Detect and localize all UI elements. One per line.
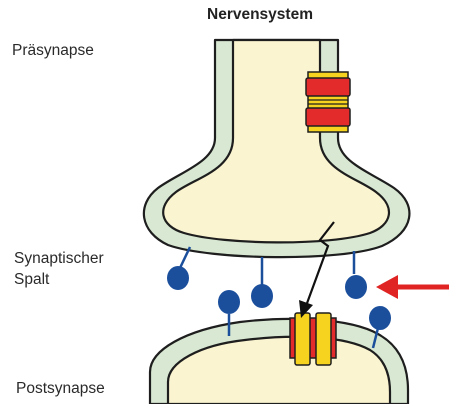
postsynapse-label: Postsynapse	[16, 378, 105, 399]
red-arrow-icon	[376, 275, 449, 299]
presynapse-label: Präsynapse	[12, 40, 94, 61]
receptor-molecule	[345, 251, 367, 299]
diagram-title: Nervensystem	[0, 6, 449, 24]
postsynaptic-receptor-channel	[290, 313, 336, 365]
presynaptic-cytoplasm	[163, 40, 389, 242]
presynaptic-ion-channel	[306, 72, 350, 132]
synaptic-cleft-label: Synaptischer Spalt	[14, 248, 104, 290]
receptor-molecule	[251, 257, 273, 308]
receptor-molecule	[167, 247, 190, 290]
